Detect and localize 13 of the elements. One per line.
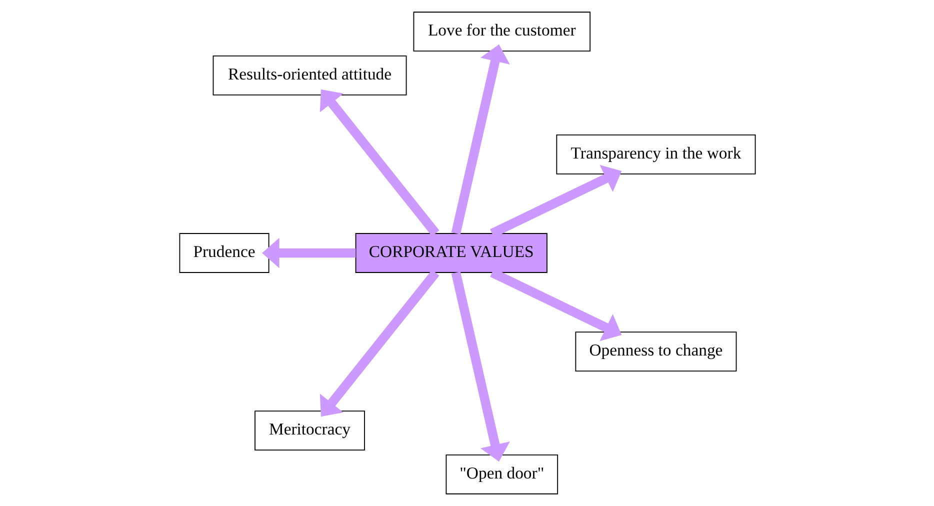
arrow (319, 270, 439, 417)
arrow (450, 44, 510, 234)
node-box: "Open door" (445, 454, 558, 494)
node-box: CORPORATE VALUES (354, 233, 547, 273)
node-box: Prudence (178, 233, 269, 273)
node-box: Openness to change (574, 332, 736, 372)
node-box: Results-oriented attitude (212, 55, 406, 96)
arrow (450, 272, 510, 462)
arrow (319, 89, 439, 236)
node-box: Love for the customer (412, 12, 590, 52)
arrow (262, 238, 356, 268)
node-box: Meritocracy (254, 410, 364, 451)
node-box: Transparency in the work (556, 134, 756, 174)
